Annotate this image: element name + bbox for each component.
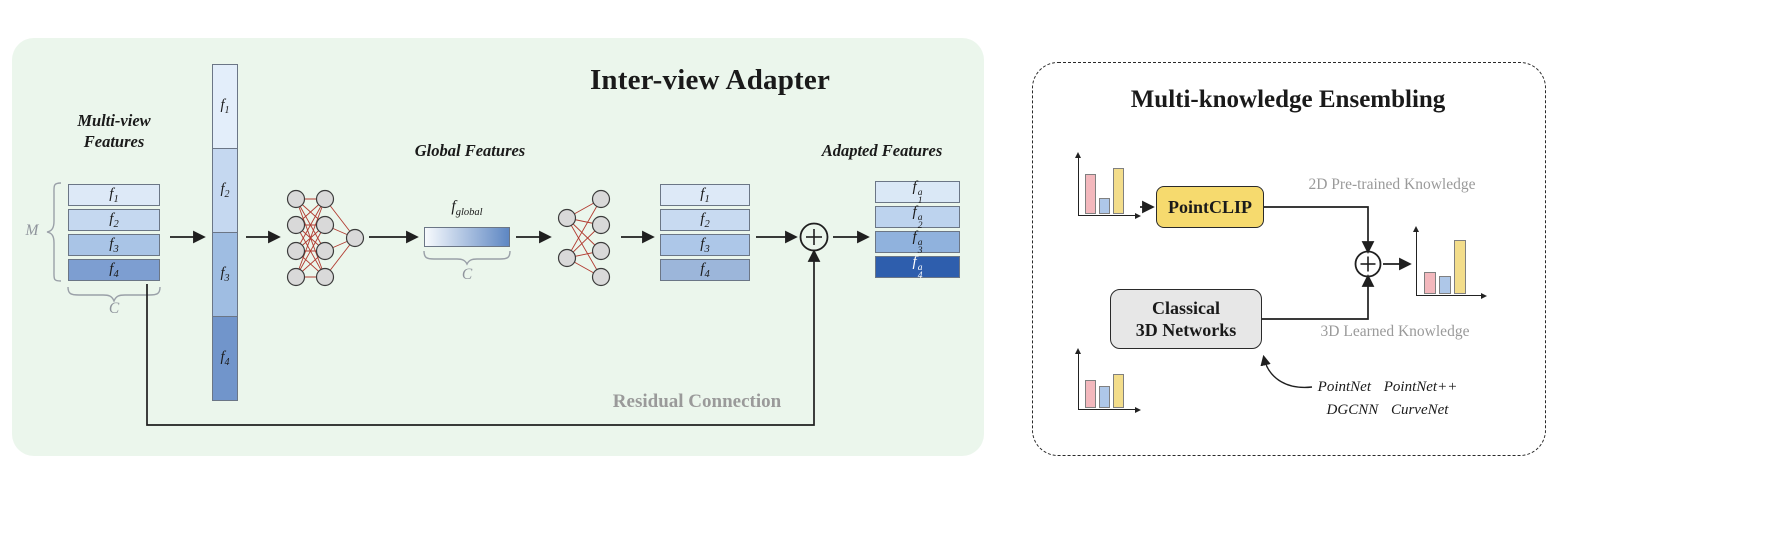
adapted-features-label: Adapted Features [821, 141, 943, 160]
networks-list-label: PointNet PointNet++ DGCNN CurveNet [1290, 376, 1485, 423]
multiview-feature-cell: f1 [68, 184, 160, 206]
multiview-label-line2: Features [83, 132, 145, 152]
decoded-feature-cell: f4 [660, 259, 750, 281]
concatenated-feature-column: f1 f2 f3 f4 [212, 64, 238, 401]
m-dimension-label: M [25, 222, 39, 239]
x-axis-arrow-icon [1135, 212, 1141, 219]
networks-line2: DGCNN CurveNet [1326, 402, 1449, 419]
column-cell: f2 [212, 148, 238, 233]
fglobal-label: fglobal [451, 198, 483, 219]
global-features-label: Global Features [414, 141, 526, 160]
x-axis-arrow-icon [1481, 292, 1487, 299]
y-axis-arrow-icon [1413, 226, 1420, 232]
residual-connection-label: Residual Connection [612, 391, 782, 412]
y-axis-arrow-icon [1075, 348, 1082, 354]
classical-label-line1: Classical [1151, 297, 1220, 318]
chart-axes [1078, 354, 1135, 410]
bar-chart-icon-2d-input [1075, 152, 1141, 219]
bar-blue [1439, 276, 1451, 295]
bar-chart-icon-3d-input [1075, 348, 1141, 413]
decoded-feature-cell: f1 [660, 184, 750, 206]
multiview-feature-cell: f3 [68, 234, 160, 256]
networks-line1: PointNet PointNet++ [1317, 379, 1458, 395]
bar-yellow [1113, 168, 1124, 215]
y-axis-arrow-icon [1075, 152, 1082, 158]
x-axis-arrow-icon [1135, 406, 1141, 413]
bar-yellow [1113, 374, 1124, 409]
knowledge-2d-label: 2D Pre-trained Knowledge [1308, 176, 1476, 193]
bar-yellow [1454, 240, 1466, 295]
chart-axes [1078, 158, 1135, 216]
bar-blue [1099, 198, 1110, 215]
decoded-feature-cell: f2 [660, 209, 750, 231]
c-dimension-label-stack: C [108, 300, 120, 317]
multiview-features-label: Multi-view Features [39, 110, 189, 153]
c-dimension-label-global: C [461, 266, 473, 283]
global-feature-bar [424, 227, 510, 247]
knowledge-3d-label: 3D Learned Knowledge [1320, 323, 1470, 340]
inter-view-adapter-title: Inter-view Adapter [589, 64, 831, 96]
bar-pink [1085, 174, 1096, 215]
column-cell: f4 [212, 316, 238, 401]
chart-axes [1416, 232, 1481, 296]
bar-pink [1424, 272, 1436, 295]
bar-blue [1099, 386, 1110, 409]
bar-pink [1085, 380, 1096, 409]
column-cell: f1 [212, 64, 238, 149]
multiview-feature-cell: f4 [68, 259, 160, 281]
multiview-label-line1: Multi-view [77, 111, 151, 130]
bar-chart-icon-ensembled-output [1413, 226, 1487, 299]
column-cell: f3 [212, 232, 238, 317]
pointclip-label: PointCLIP [1167, 196, 1252, 217]
decoded-feature-cell: f3 [660, 234, 750, 256]
classical-3d-networks-box: Classical 3D Networks [1110, 289, 1262, 349]
multi-knowledge-title: Multi-knowledge Ensembling [1130, 86, 1446, 113]
classical-label-line2: 3D Networks [1135, 320, 1237, 340]
multiview-feature-cell: f2 [68, 209, 160, 231]
pointclip-box: PointCLIP [1156, 186, 1264, 228]
